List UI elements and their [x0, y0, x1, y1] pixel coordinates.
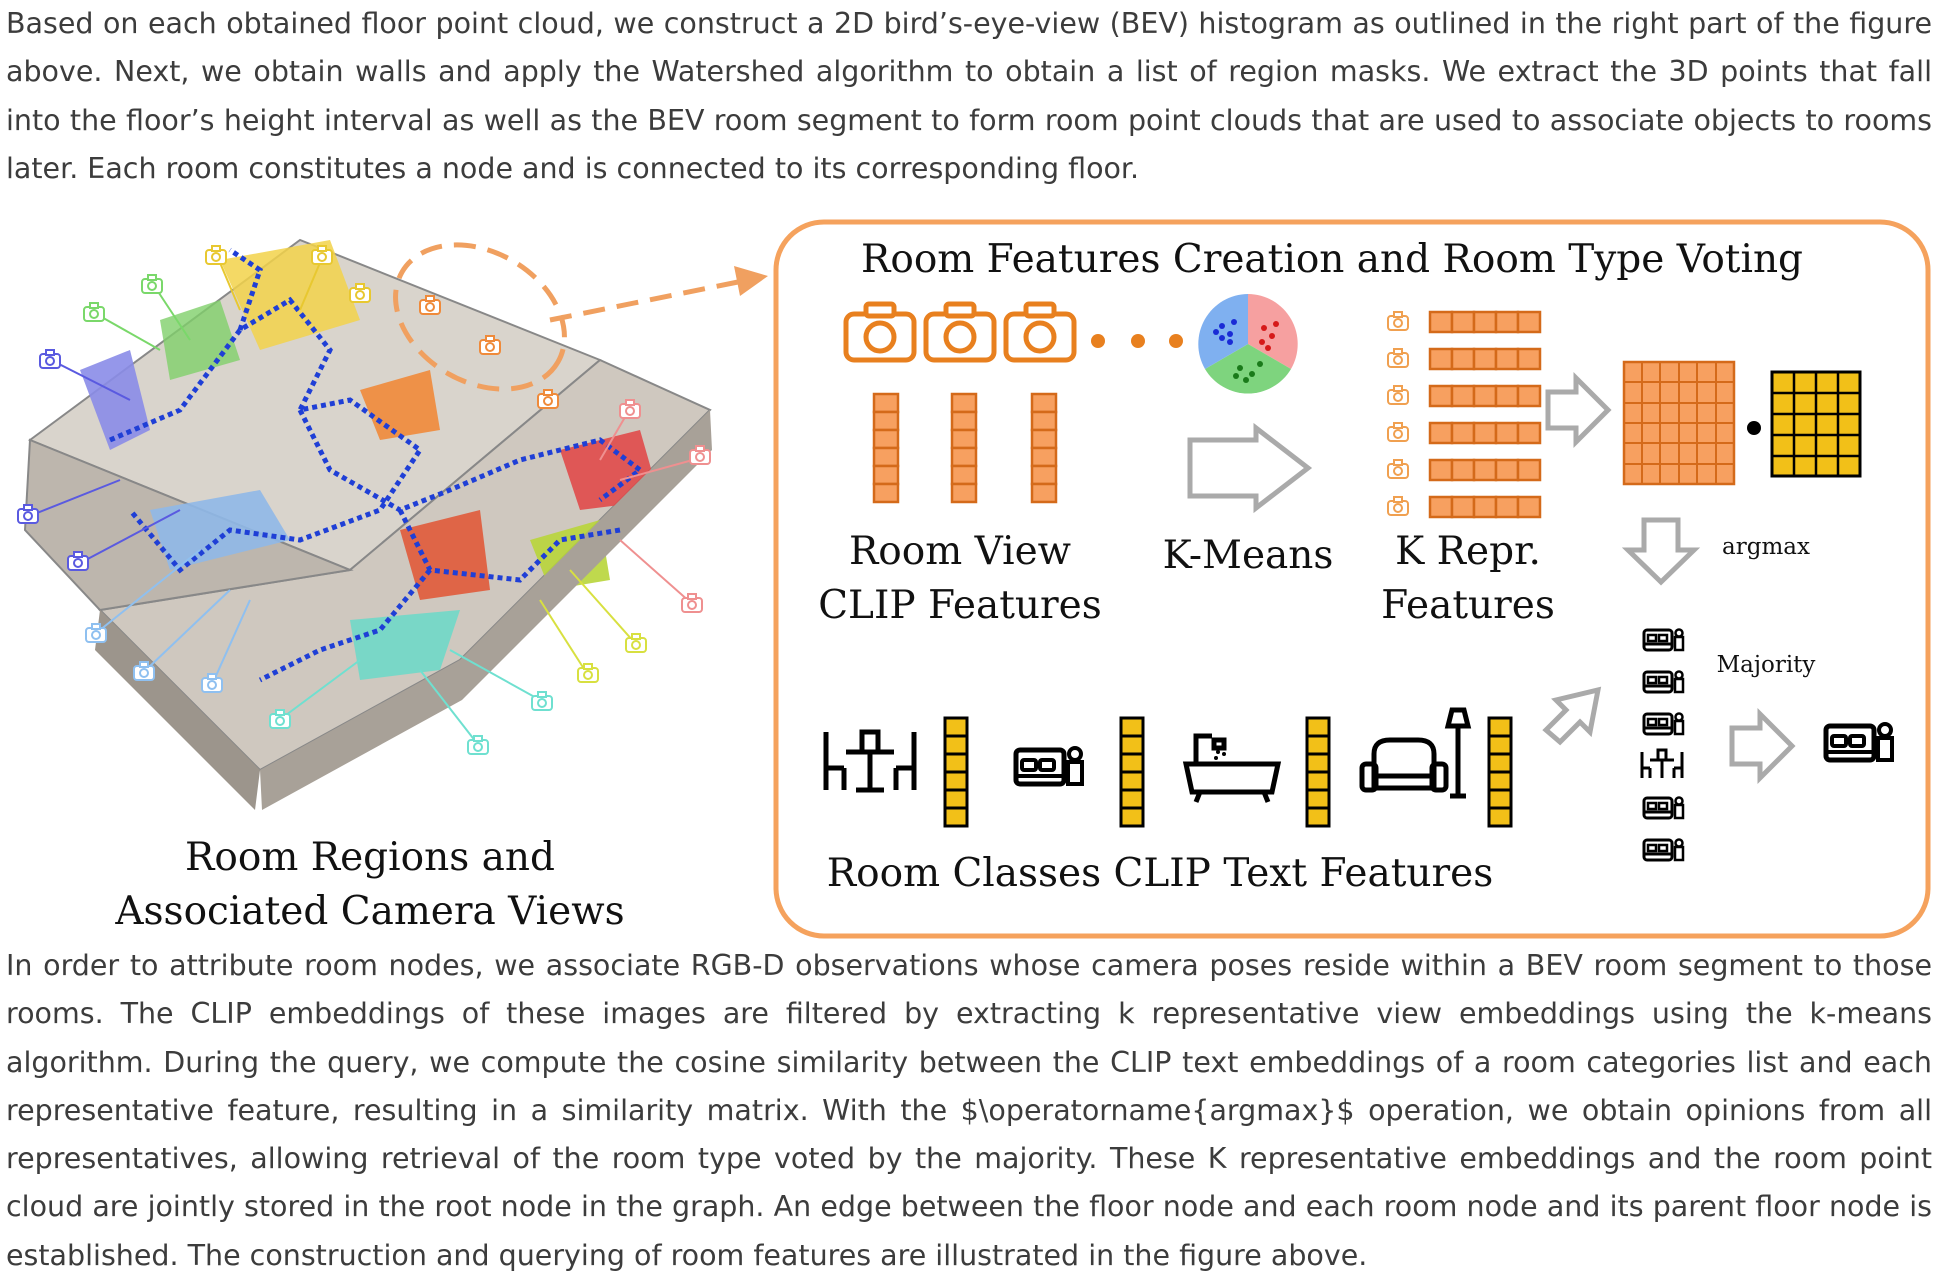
- arrow-icon: [1729, 707, 1796, 785]
- arrow-icon: [1187, 422, 1313, 514]
- camera-icon: [1006, 304, 1074, 360]
- camera-views: [17, 245, 711, 755]
- room-features-figure: Room Regions and Associated Camera Views…: [17, 219, 1931, 939]
- similarity-matrix-orange: [1622, 360, 1736, 486]
- arrow-icon: [1621, 517, 1701, 586]
- k-repr-feature-rows: [1387, 310, 1542, 519]
- room-type-opinions: [1640, 628, 1685, 862]
- camera-icon: [141, 274, 163, 294]
- panel-title: Room Features Creation and Room Type Vot…: [861, 237, 1803, 282]
- floorplan-3d-render: [23, 238, 712, 810]
- majority-label: Majority: [1717, 652, 1816, 678]
- room-classes-label: Room Classes CLIP Text Features: [827, 851, 1494, 896]
- camera-icon: [846, 304, 914, 360]
- cluster-pie-icon: [1198, 294, 1298, 394]
- krepr-label-line1: K Repr.: [1395, 529, 1541, 574]
- kmeans-label: K-Means: [1163, 533, 1334, 578]
- argmax-label: argmax: [1722, 534, 1810, 560]
- camera-icon: [926, 304, 994, 360]
- highlight-ellipse: [393, 242, 567, 392]
- camera-icon: [531, 691, 553, 711]
- armchair-icon: [1359, 707, 1472, 799]
- dashed-arrow-head: [734, 266, 768, 296]
- room-view-label-line2: CLIP Features: [818, 583, 1102, 628]
- ellipsis-dots: [1091, 334, 1183, 348]
- dashed-arrow-line: [549, 279, 739, 323]
- dining-table-icon: [1640, 748, 1684, 778]
- room-view-feature-vectors: [872, 392, 1058, 504]
- room-class-text-vectors: [943, 716, 1513, 828]
- camera-icon: [467, 735, 489, 755]
- camera-icon: [205, 245, 227, 265]
- left-caption-line1: Room Regions and: [185, 835, 555, 880]
- room-view-label-line1: Room View: [849, 529, 1071, 574]
- camera-icon: [577, 663, 599, 683]
- arrow-icon: [1545, 371, 1612, 449]
- camera-icon: [39, 349, 61, 369]
- dot-product-symbol: [1747, 421, 1761, 435]
- left-caption-line2: Associated Camera Views: [114, 889, 624, 934]
- text-feature-matrix-yellow: [1770, 370, 1862, 478]
- bed-icon: [1826, 724, 1892, 760]
- camera-icon: [83, 302, 105, 322]
- arrow-icon: [1542, 686, 1602, 746]
- krepr-label-line2: Features: [1381, 583, 1555, 628]
- bathtub-icon: [1182, 733, 1282, 803]
- dining-table-icon: [823, 729, 917, 793]
- bed-icon: [1016, 748, 1082, 784]
- paragraph-top: Based on each obtained floor point cloud…: [6, 7, 1932, 185]
- paragraph-bottom: In order to attribute room nodes, we ass…: [6, 949, 1932, 1272]
